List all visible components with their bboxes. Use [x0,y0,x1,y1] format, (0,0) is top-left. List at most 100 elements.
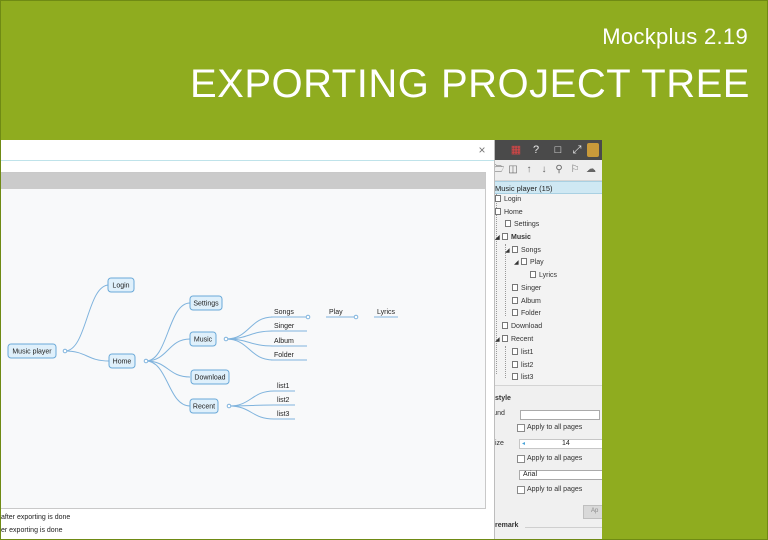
tree-item-singer[interactable]: Singer [512,283,541,295]
mindmap-link [64,284,110,352]
apply-all-label: Apply to all pages [527,486,583,493]
remark-label: remark [495,522,519,529]
apply-all-label: Apply to all pages [527,424,583,431]
collapse-triangle-icon[interactable]: ◢ [514,260,519,266]
leaf-folder-label: Folder [274,352,295,359]
help-icon[interactable]: ? [532,144,540,156]
preview-toolbar [0,173,485,189]
node-recent-box [189,398,219,414]
mindmap-link [228,390,275,407]
background-label: round [487,410,505,417]
leaf-songs-label: Songs [274,309,294,316]
mindmap-link [145,360,191,407]
apply-all-checkbox[interactable] [517,486,525,494]
page-icon [512,284,518,291]
tree-item-login[interactable]: Login [495,194,521,206]
export-option-1[interactable]: after exporting is done [1,514,71,521]
leaf-play-label: Play [329,309,343,316]
grid-icon[interactable]: ▦ [510,144,522,156]
node-music-label: Music [194,337,213,344]
apply-button[interactable]: Ap [583,505,602,519]
style-section-title: style [495,395,511,402]
tree-item-download[interactable]: Download [502,321,542,333]
font-family-select[interactable]: Arial [519,470,602,480]
mindmap-link [145,360,191,378]
mindmap-link [228,405,275,420]
leaf-singer-label: Singer [274,323,295,330]
slide-title: EXPORTING PROJECT TREE [189,62,750,106]
node-download-box [190,369,230,385]
tree-toolbar: 🗁 ◫ ↑ ↓ ⚲ ⚐ ☁ [481,160,602,181]
collapse-triangle-icon[interactable]: ◢ [495,337,500,343]
style-properties-section: style round Apply to all pages ize ◂ 14 … [481,385,602,540]
collapse-triangle-icon[interactable]: ◢ [495,235,500,241]
node-home-box [108,353,136,369]
apply-all-checkbox[interactable] [517,455,525,463]
node-music-player-box [7,343,57,359]
decrement-arrow-icon[interactable]: ◂ [522,441,526,447]
node-download-label: Download [194,375,225,382]
node-recent-label: Recent [193,404,215,411]
tree-item-home[interactable]: Home [495,207,523,219]
apply-all-label: Apply to all pages [527,455,583,462]
tree-root-item[interactable]: Music player (15) [491,181,602,194]
page-icon [502,322,508,329]
tree-item-folder[interactable]: Folder [512,308,541,320]
folder-icon[interactable]: 🗁 [492,164,505,175]
close-icon[interactable]: × [478,143,486,157]
save-icon[interactable]: ◫ [508,164,518,175]
mindmap-joint [353,314,359,320]
node-login-box [107,277,135,293]
node-music-box [189,331,217,347]
page-icon [521,258,527,265]
node-music-player-label: Music player [12,349,52,356]
page-icon [512,348,518,355]
cloud-icon[interactable]: ☁ [586,164,596,175]
page-icon [495,208,501,215]
font-size-label: ize [495,440,504,447]
tree-item-list2[interactable]: list2 [512,360,533,372]
tree-item-list3[interactable]: list3 [512,372,533,384]
page-icon [530,271,536,278]
tree-item-album[interactable]: Album [512,296,541,308]
page-icon [512,309,518,316]
page-icon [505,220,511,227]
search-icon[interactable]: ⚲ [555,164,563,175]
node-settings-label: Settings [193,301,219,308]
tree-item-recent[interactable]: ◢Recent [495,334,533,346]
mindmap-joint [305,314,311,320]
tree-item-lyrics[interactable]: Lyrics [530,270,557,282]
project-tree-panel: ▦ ? □ ⤢ 🗁 ◫ ↑ ↓ ⚲ ⚐ ☁ Music player (15) … [480,140,602,540]
tree-item-play[interactable]: ◢Play [514,257,544,269]
down-arrow-icon[interactable]: ↓ [541,164,547,175]
tree-item-settings[interactable]: Settings [505,219,539,231]
avatar-icon[interactable] [587,143,599,157]
mindmap-link [225,338,274,361]
leaf-album-label: Album [274,338,294,345]
tree-item-list1[interactable]: list1 [512,347,533,359]
page-icon [512,246,518,253]
page-icon [495,195,501,202]
page-icon [512,361,518,368]
tree-item-songs[interactable]: ◢Songs [505,245,541,257]
mindmap-joint [62,348,68,354]
export-option-2[interactable]: er exporting is done [1,527,63,534]
flag-icon[interactable]: ⚐ [570,164,580,175]
expand-icon[interactable]: ⤢ [572,144,582,156]
up-arrow-icon[interactable]: ↑ [526,164,532,175]
apply-all-checkbox[interactable] [517,424,525,432]
tree-item-music[interactable]: ◢Music [495,232,531,244]
font-size-field[interactable]: ◂ 14 [519,439,602,449]
node-login-label: Login [112,283,129,290]
background-color-field[interactable] [520,410,600,420]
collapse-triangle-icon[interactable]: ◢ [505,248,510,254]
leaf-list3-label: list3 [277,411,290,418]
page-icon [512,297,518,304]
mindmap-joint [223,336,229,342]
mindmap-link [145,338,191,362]
square-icon[interactable]: □ [554,144,562,156]
mindmap-link [145,302,191,362]
mindmap-link [64,350,110,362]
